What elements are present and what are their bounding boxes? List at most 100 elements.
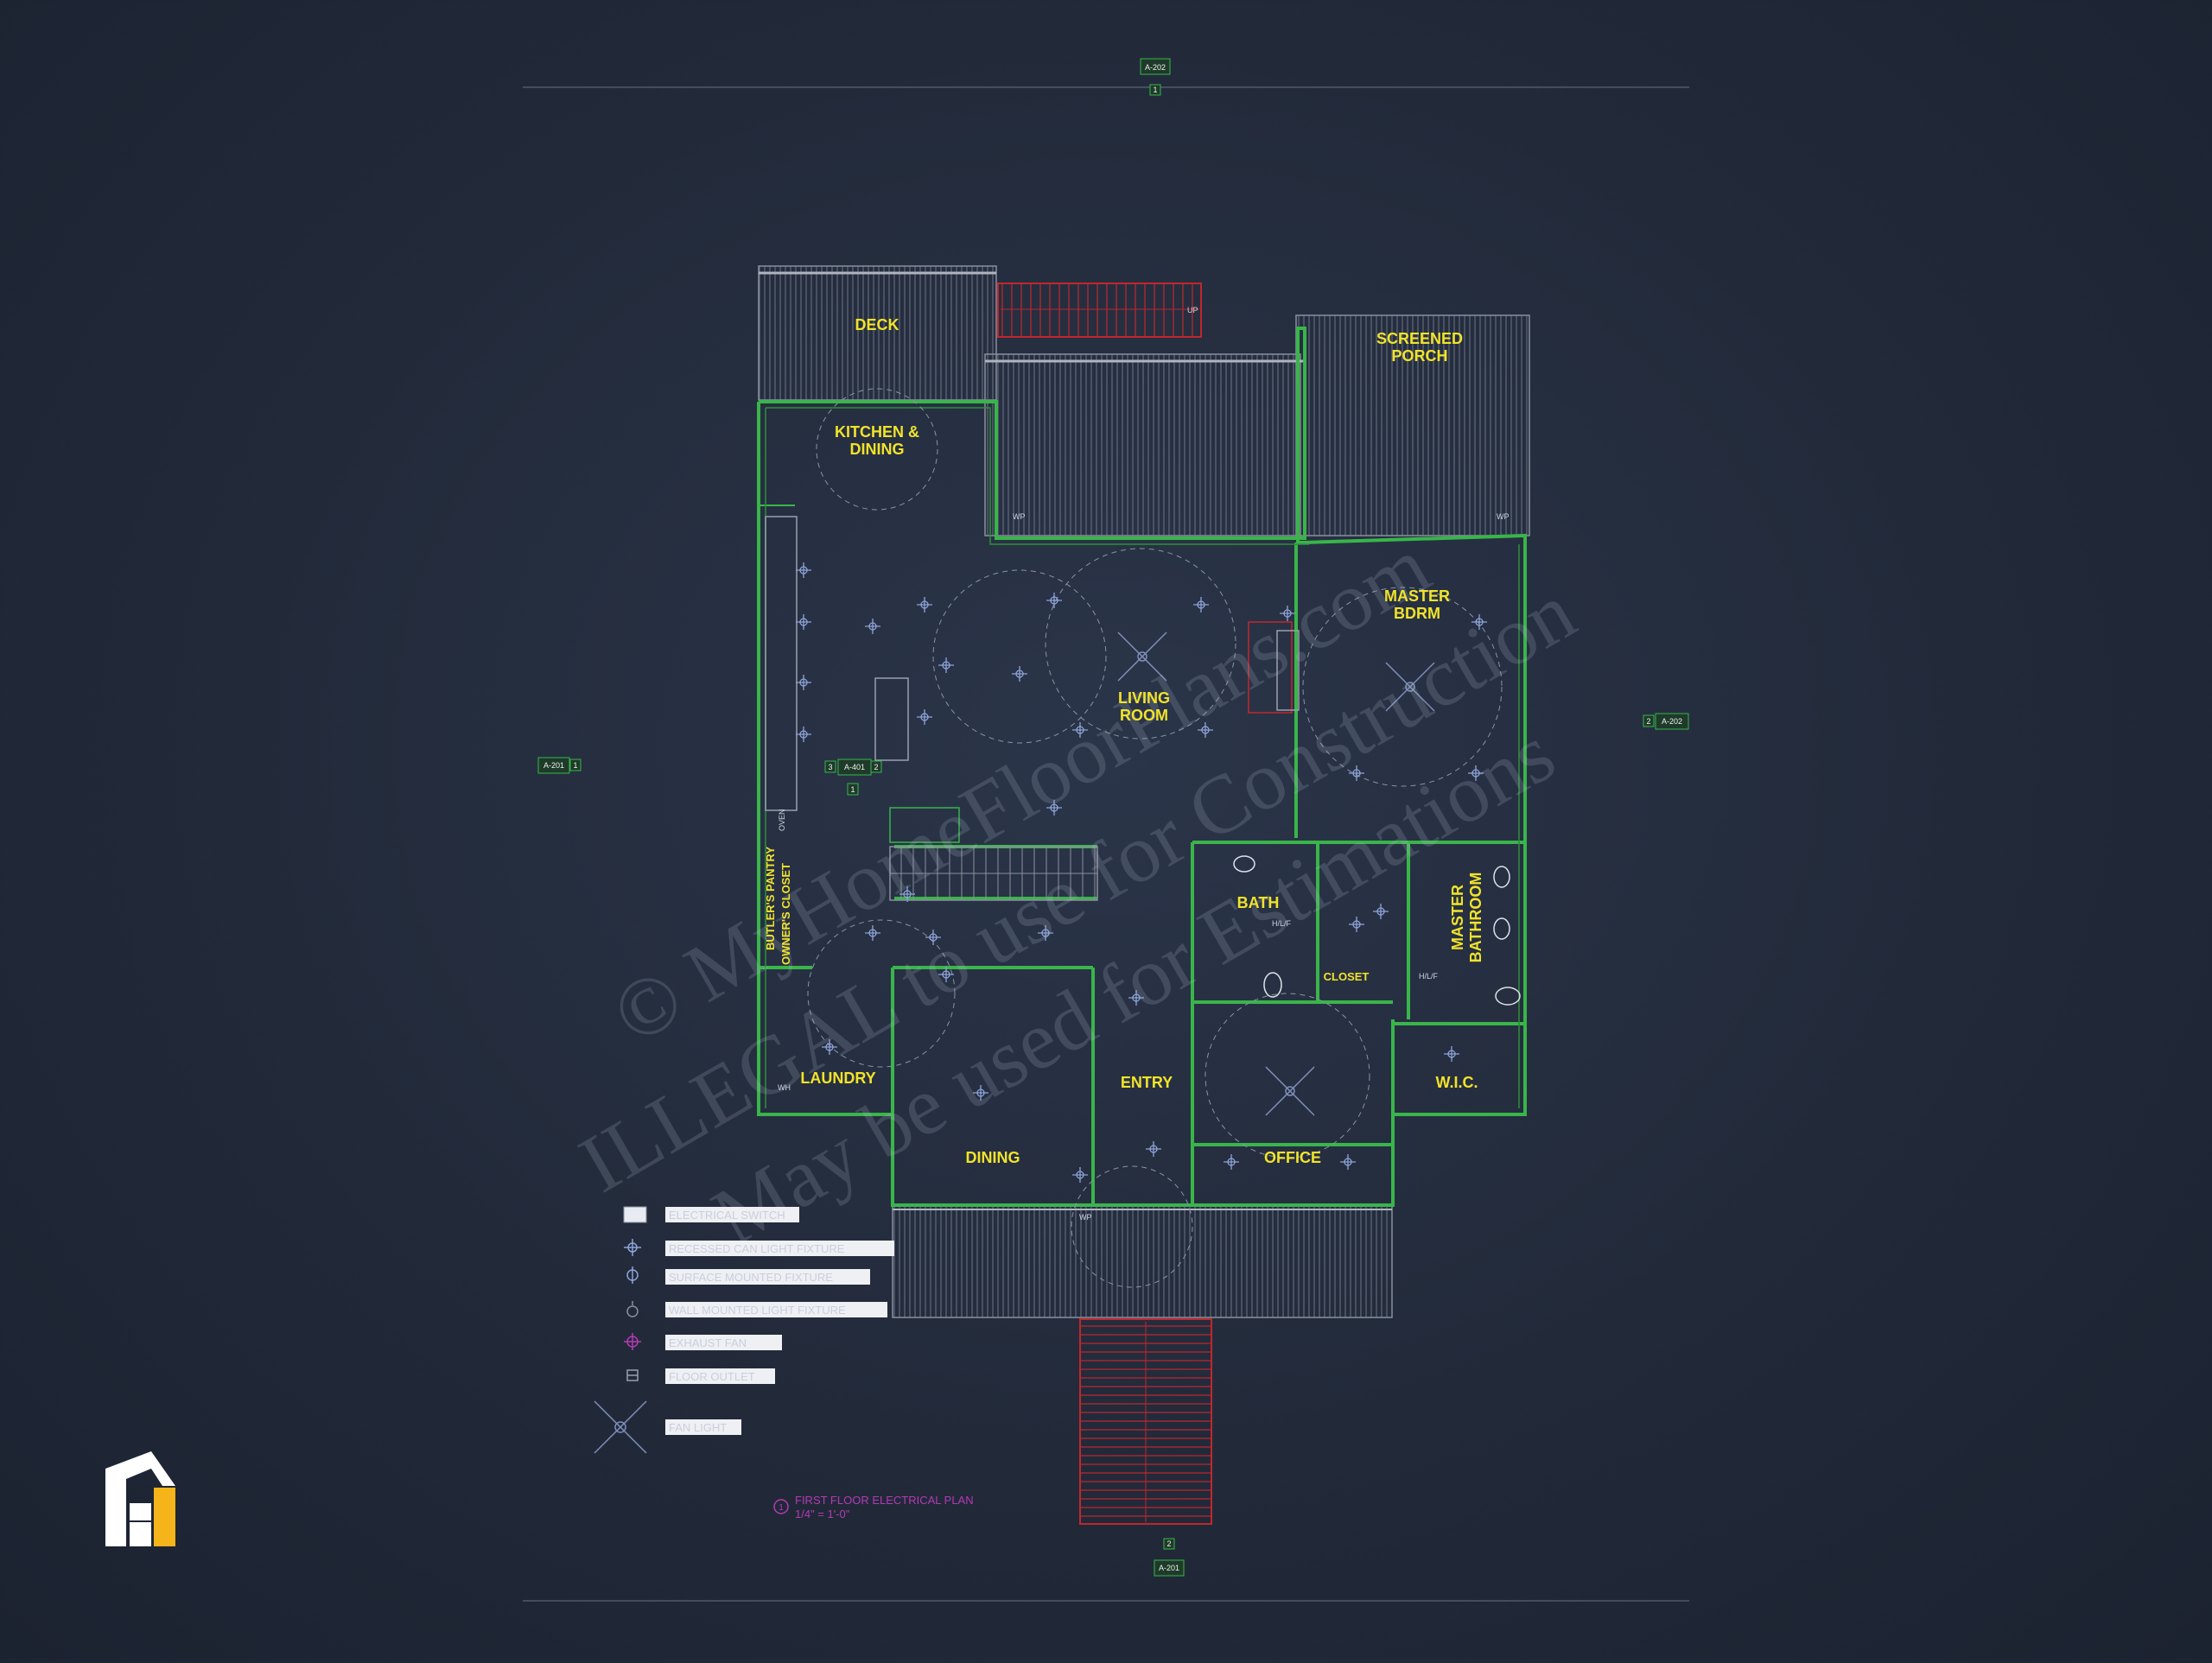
room-deck: DECK <box>855 316 899 333</box>
switch-legs <box>807 388 1503 1288</box>
recessed-light-icon <box>865 925 880 941</box>
room-kitchen-2: DINING <box>850 441 905 458</box>
recessed-light-icon <box>1444 1046 1459 1062</box>
deck-area <box>758 265 1530 536</box>
svg-text:2: 2 <box>1166 1539 1171 1548</box>
room-master-bathroom-1: MASTER <box>1449 885 1466 950</box>
svg-text:1: 1 <box>850 785 855 794</box>
recessed-light-icon <box>624 1239 641 1256</box>
section-tag-bottom: 2 A-201 <box>1154 1538 1185 1577</box>
legend-text-4: EXHAUST FAN <box>669 1336 747 1349</box>
note-oven: OVEN <box>778 809 786 831</box>
room-kitchen-1: KITCHEN & <box>835 423 919 441</box>
room-living-1: LIVING <box>1118 689 1170 707</box>
recessed-light-icon <box>1340 1154 1356 1170</box>
recessed-light-icon <box>796 614 811 630</box>
room-bath: BATH <box>1237 894 1280 911</box>
room-living-2: ROOM <box>1120 707 1168 724</box>
recessed-light-icon <box>899 886 915 902</box>
recessed-light-icon <box>1373 904 1389 919</box>
recessed-light-icon <box>1012 666 1027 682</box>
recessed-light-icon <box>1349 917 1364 932</box>
recessed-light-icon <box>917 597 932 613</box>
room-master-bdrm-1: MASTER <box>1384 587 1450 605</box>
legend-text-1: RECESSED CAN LIGHT FIXTURE <box>669 1242 845 1255</box>
floor-outlet-icon <box>626 1369 639 1381</box>
svg-text:1: 1 <box>573 761 577 770</box>
recessed-lights <box>796 562 1487 1183</box>
recessed-light-icon <box>1146 1141 1161 1157</box>
plan-title-text: FIRST FLOOR ELECTRICAL PLAN <box>795 1494 974 1507</box>
front-porch <box>892 1204 1393 1318</box>
recessed-light-icon <box>796 562 811 578</box>
surface-light-icon <box>626 1266 639 1284</box>
room-butlers-pantry: BUTLER'S PANTRY <box>764 847 777 950</box>
recessed-light-icon <box>1193 597 1209 613</box>
recessed-light-icon <box>1046 593 1062 608</box>
recessed-light-icon <box>1280 606 1295 621</box>
room-entry: ENTRY <box>1121 1074 1173 1091</box>
svg-text:A-202: A-202 <box>1145 63 1166 72</box>
room-closet: CLOSET <box>1324 970 1370 983</box>
room-screened-porch-2: PORCH <box>1391 347 1447 365</box>
legend-bar-0 <box>665 1207 799 1222</box>
recessed-light-icon <box>822 1039 837 1055</box>
room-office: OFFICE <box>1264 1149 1321 1166</box>
section-tag-detail: 3 A-401 2 1 <box>824 759 882 796</box>
recessed-light-icon <box>973 1085 988 1101</box>
recessed-light-icon <box>1198 722 1213 738</box>
recessed-light-icon <box>1128 990 1144 1006</box>
room-laundry: LAUNDRY <box>800 1070 875 1087</box>
legend-bar-6 <box>665 1419 741 1435</box>
wall-light-icon <box>626 1301 639 1317</box>
legend-bar-2 <box>665 1269 870 1285</box>
svg-text:2: 2 <box>874 763 878 771</box>
svg-text:1: 1 <box>779 1503 784 1513</box>
recessed-light-icon <box>1349 765 1364 781</box>
section-tag-top: A-202 1 <box>1140 58 1171 96</box>
legend-bar-4 <box>665 1335 782 1350</box>
legend-bar-5 <box>665 1368 775 1384</box>
bath-fixtures <box>1233 855 1521 1006</box>
section-tag-right: 2 A-202 <box>1643 713 1689 730</box>
stair-top <box>997 282 1202 338</box>
recessed-light-icon <box>938 967 954 982</box>
fan-light-icon <box>594 1400 647 1454</box>
recessed-light-icon <box>1046 800 1062 816</box>
room-owners-closet: OWNER'S CLOSET <box>779 863 792 965</box>
recessed-light-icon <box>1471 614 1487 630</box>
note-up: UP <box>1187 306 1198 314</box>
legend: ELECTRICAL SWITCH RECESSED CAN LIGHT FIX… <box>594 1206 894 1454</box>
house-logo-icon <box>105 1451 175 1546</box>
kitchen-counters <box>765 516 1300 843</box>
room-screened-porch-1: SCREENED <box>1376 330 1463 347</box>
svg-text:1: 1 <box>1153 86 1157 94</box>
recessed-light-icon <box>796 727 811 742</box>
legend-text-2: SURFACE MOUNTED FIXTURE <box>669 1271 833 1284</box>
note-wp-2: WP <box>1497 512 1510 521</box>
recessed-light-icon <box>796 675 811 690</box>
legend-text-6: FAN LIGHT <box>669 1421 727 1434</box>
legend-bar-3 <box>665 1302 887 1317</box>
recessed-light-icon <box>917 709 932 725</box>
note-wp-1: WP <box>1013 512 1026 521</box>
note-wp-3: WP <box>1079 1213 1092 1222</box>
note-hlf-2: H/L/F <box>1419 972 1439 981</box>
recessed-light-icon <box>925 930 941 945</box>
legend-text-3: WALL MOUNTED LIGHT FIXTURE <box>669 1304 846 1317</box>
recessed-light-icon <box>1468 765 1484 781</box>
recessed-light-icon <box>1038 925 1053 941</box>
plan-scale-text: 1/4" = 1'-0" <box>795 1507 850 1520</box>
recessed-light-icon <box>1072 1167 1088 1183</box>
svg-text:2: 2 <box>1646 717 1650 726</box>
legend-bar-1 <box>665 1241 894 1256</box>
svg-text:A-201: A-201 <box>543 761 564 770</box>
recessed-light-icon <box>1072 722 1088 738</box>
room-dining: DINING <box>966 1149 1020 1166</box>
recessed-light-icon <box>1224 1154 1239 1170</box>
exhaust-fan-icon <box>624 1333 641 1350</box>
room-master-bathroom-2: BATHROOM <box>1467 873 1484 963</box>
switch-icon <box>623 1206 647 1223</box>
legend-text-0: ELECTRICAL SWITCH <box>669 1209 785 1222</box>
